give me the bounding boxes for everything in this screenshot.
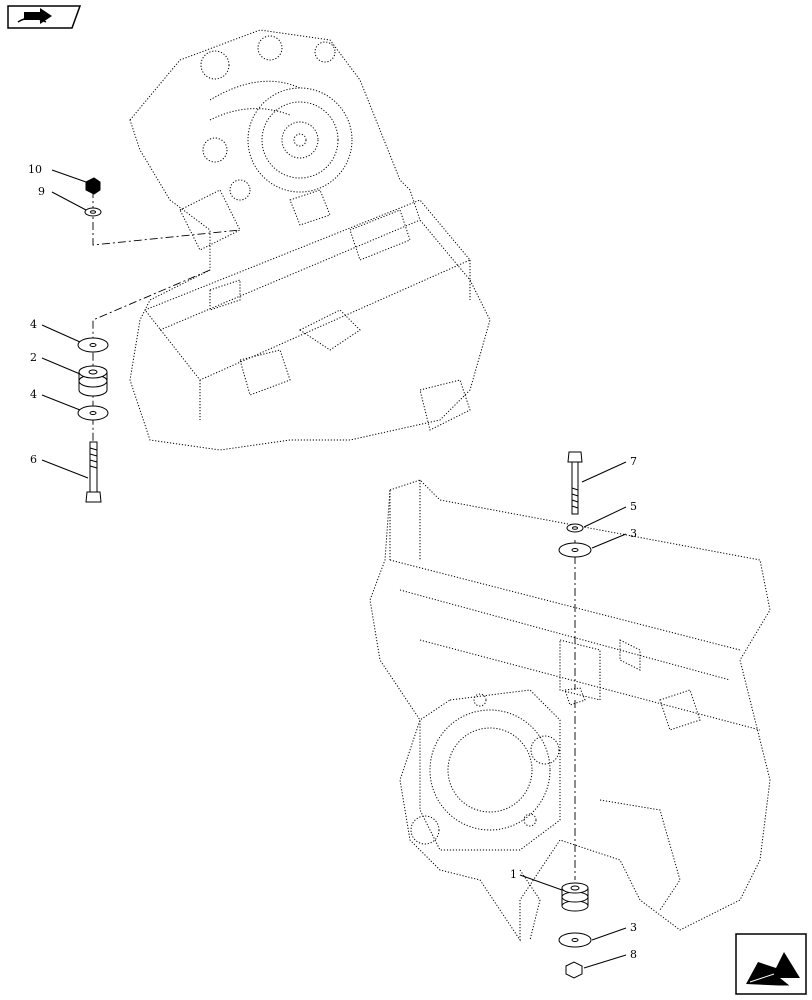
callout-3-lower: 3 [630,921,637,934]
lower-frame-assembly [369,479,771,942]
callout-6: 6 [30,453,37,466]
callout-4-lower: 4 [30,388,37,401]
callout-1: 1 [510,868,517,881]
callout-9: 9 [38,185,45,198]
callout-4-upper: 4 [30,318,37,331]
upper-engine-frame-assembly [129,29,491,451]
upper-centerline [92,190,241,500]
next-page-arrow-icon[interactable] [735,933,807,995]
callout-3-upper: 3 [630,527,637,540]
part-10-hex-nut [85,177,101,195]
callout-7: 7 [630,455,637,468]
part-7-bolt [567,451,583,515]
book-arrow-icon[interactable] [7,5,82,29]
part-6-bolt [85,441,102,503]
part-1-rubber-mount [561,882,589,912]
callout-2: 2 [30,351,37,364]
callout-10: 10 [28,163,42,176]
part-8-hex-nut [565,961,583,979]
lower-callouts: 7 5 3 1 3 8 [510,455,637,969]
part-2-rubber-mount [78,365,108,397]
callout-5: 5 [630,500,637,513]
upper-callouts: 10 9 4 2 4 6 [28,163,89,479]
callout-8: 8 [630,948,637,961]
